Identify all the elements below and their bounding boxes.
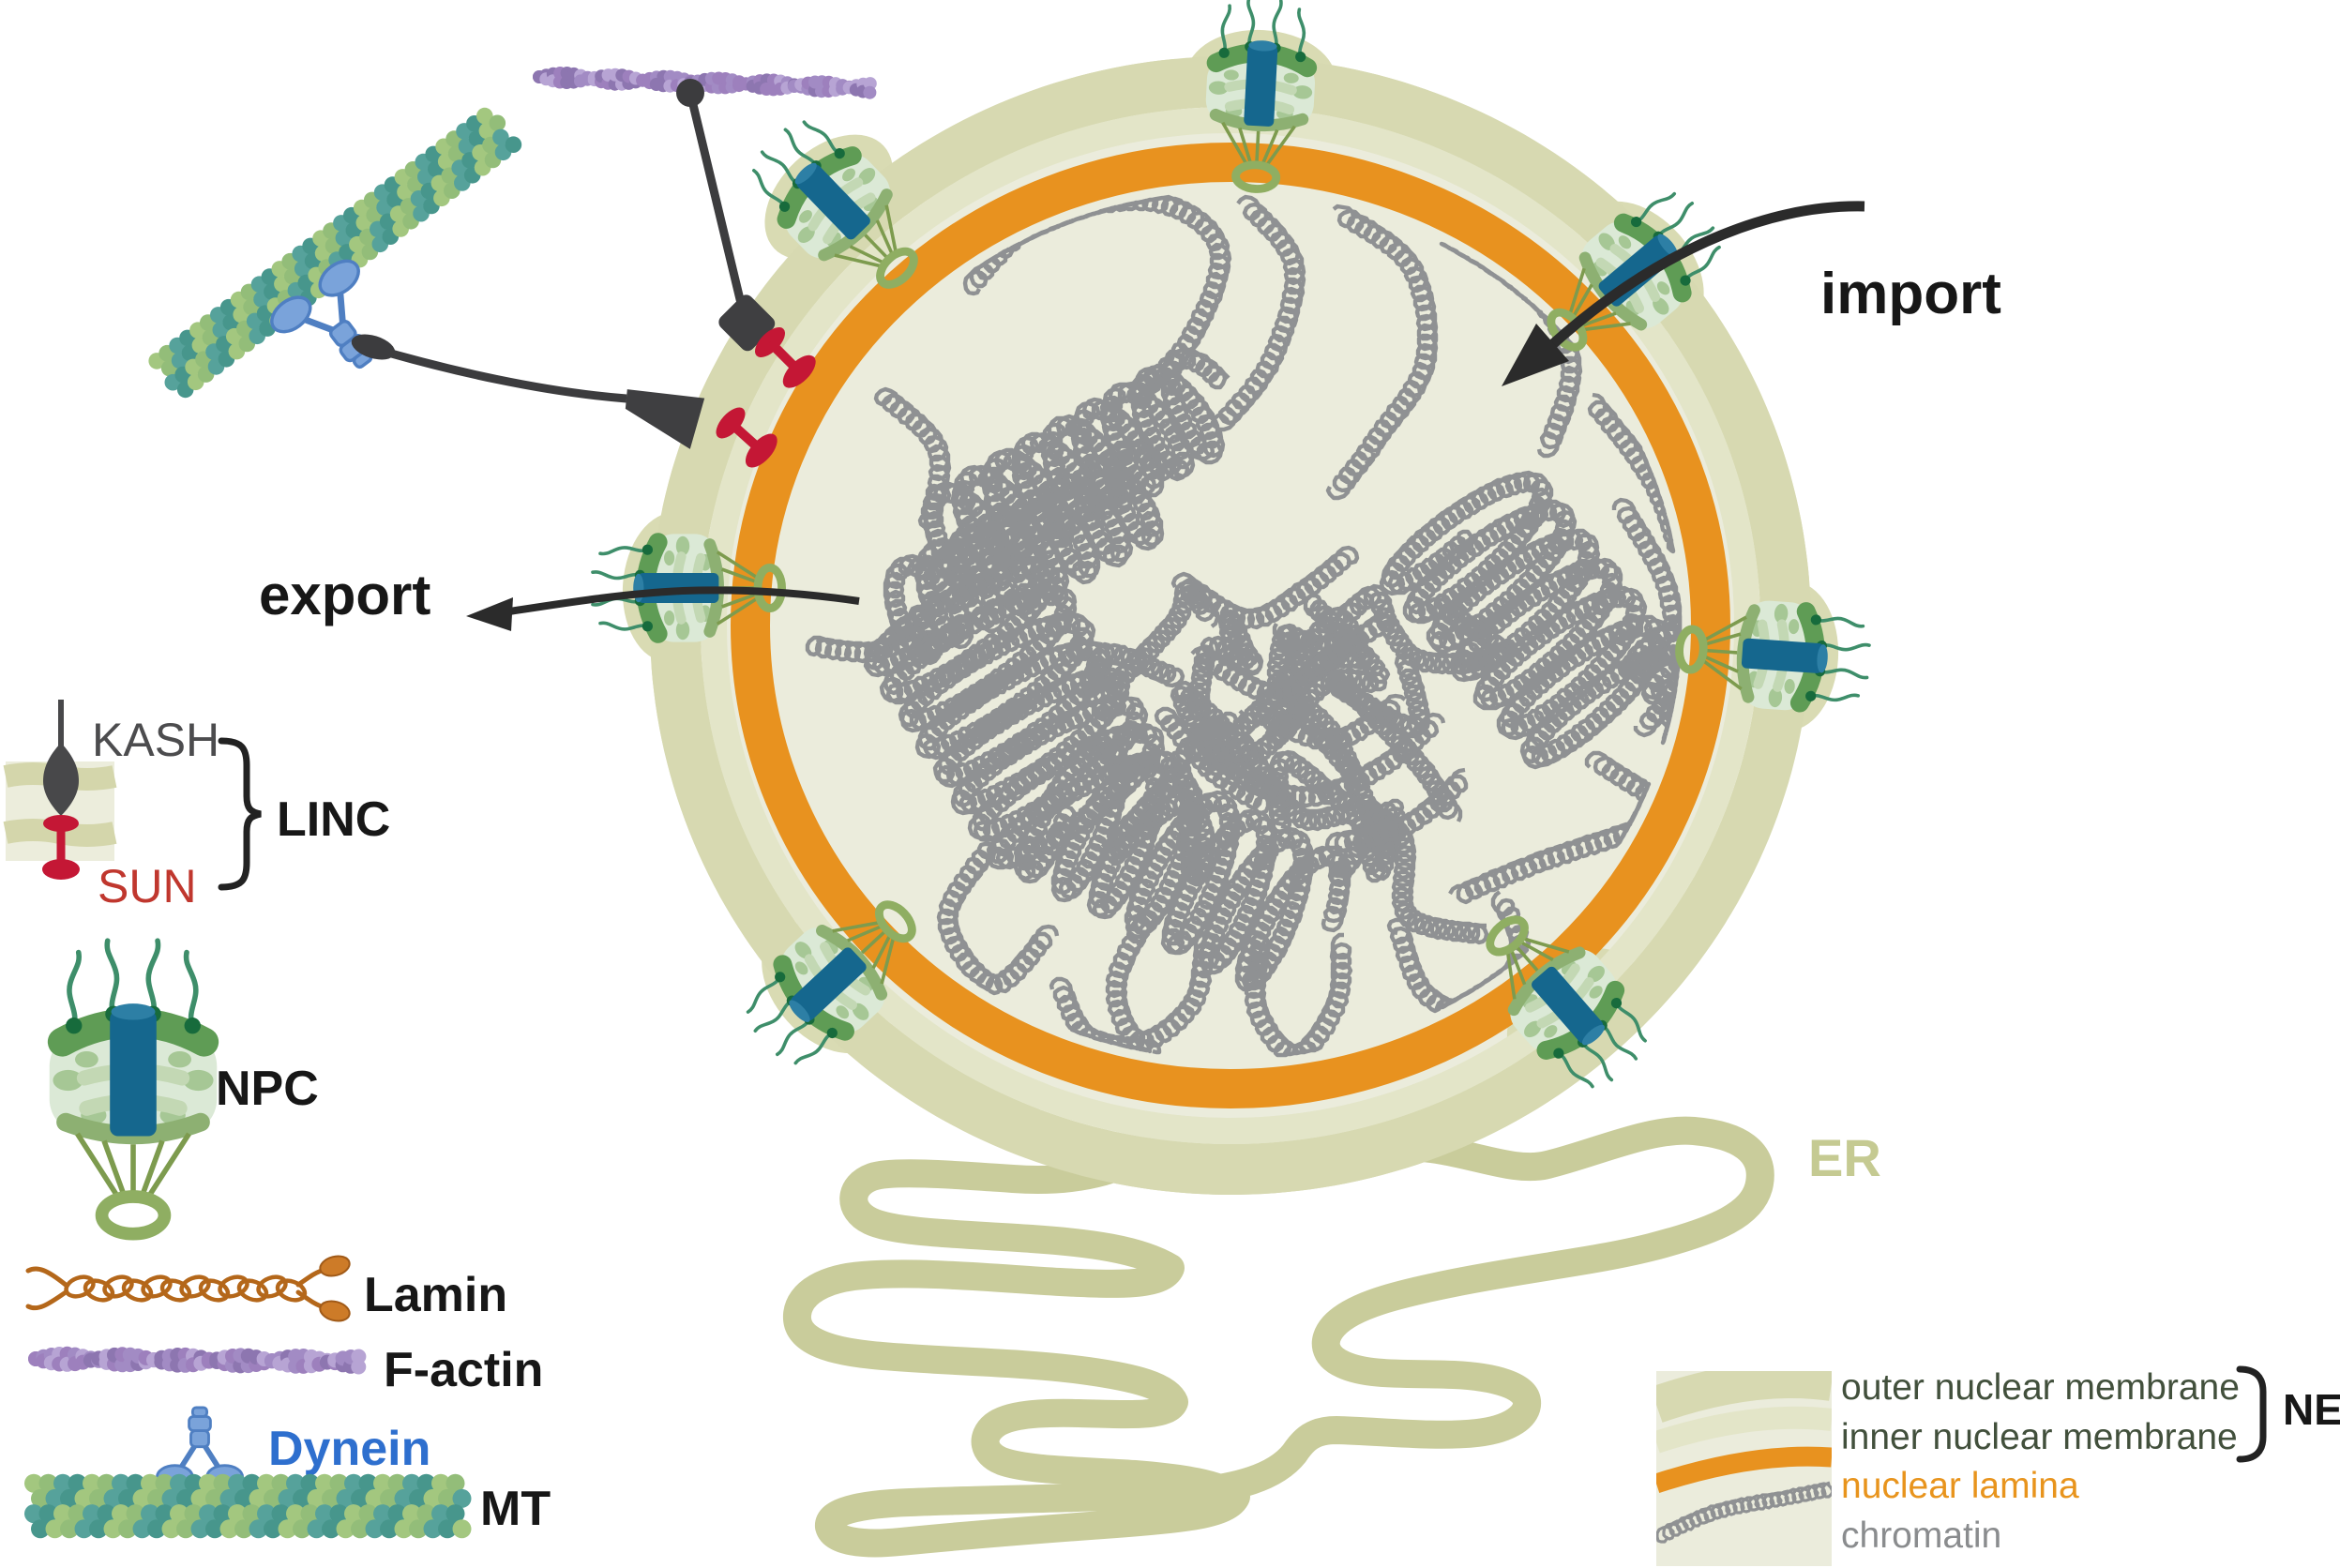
svg-text:ER: ER bbox=[1808, 1128, 1881, 1187]
svg-text:KASH: KASH bbox=[92, 714, 219, 766]
svg-text:import: import bbox=[1820, 262, 2001, 326]
svg-text:MT: MT bbox=[480, 1482, 551, 1536]
svg-text:inner nuclear membrane: inner nuclear membrane bbox=[1841, 1417, 2238, 1457]
svg-text:nuclear lamina: nuclear lamina bbox=[1841, 1466, 2079, 1506]
svg-text:Lamin: Lamin bbox=[364, 1268, 507, 1322]
svg-text:NE: NE bbox=[2283, 1385, 2340, 1434]
svg-text:SUN: SUN bbox=[98, 860, 197, 912]
svg-text:outer nuclear membrane: outer nuclear membrane bbox=[1841, 1367, 2240, 1408]
svg-text:Dynein: Dynein bbox=[268, 1422, 430, 1476]
svg-text:chromatin: chromatin bbox=[1841, 1515, 2001, 1556]
svg-text:F-actin: F-actin bbox=[384, 1343, 543, 1397]
svg-text:LINC: LINC bbox=[277, 792, 390, 847]
svg-text:export: export bbox=[259, 564, 430, 626]
svg-text:NPC: NPC bbox=[216, 1062, 319, 1116]
